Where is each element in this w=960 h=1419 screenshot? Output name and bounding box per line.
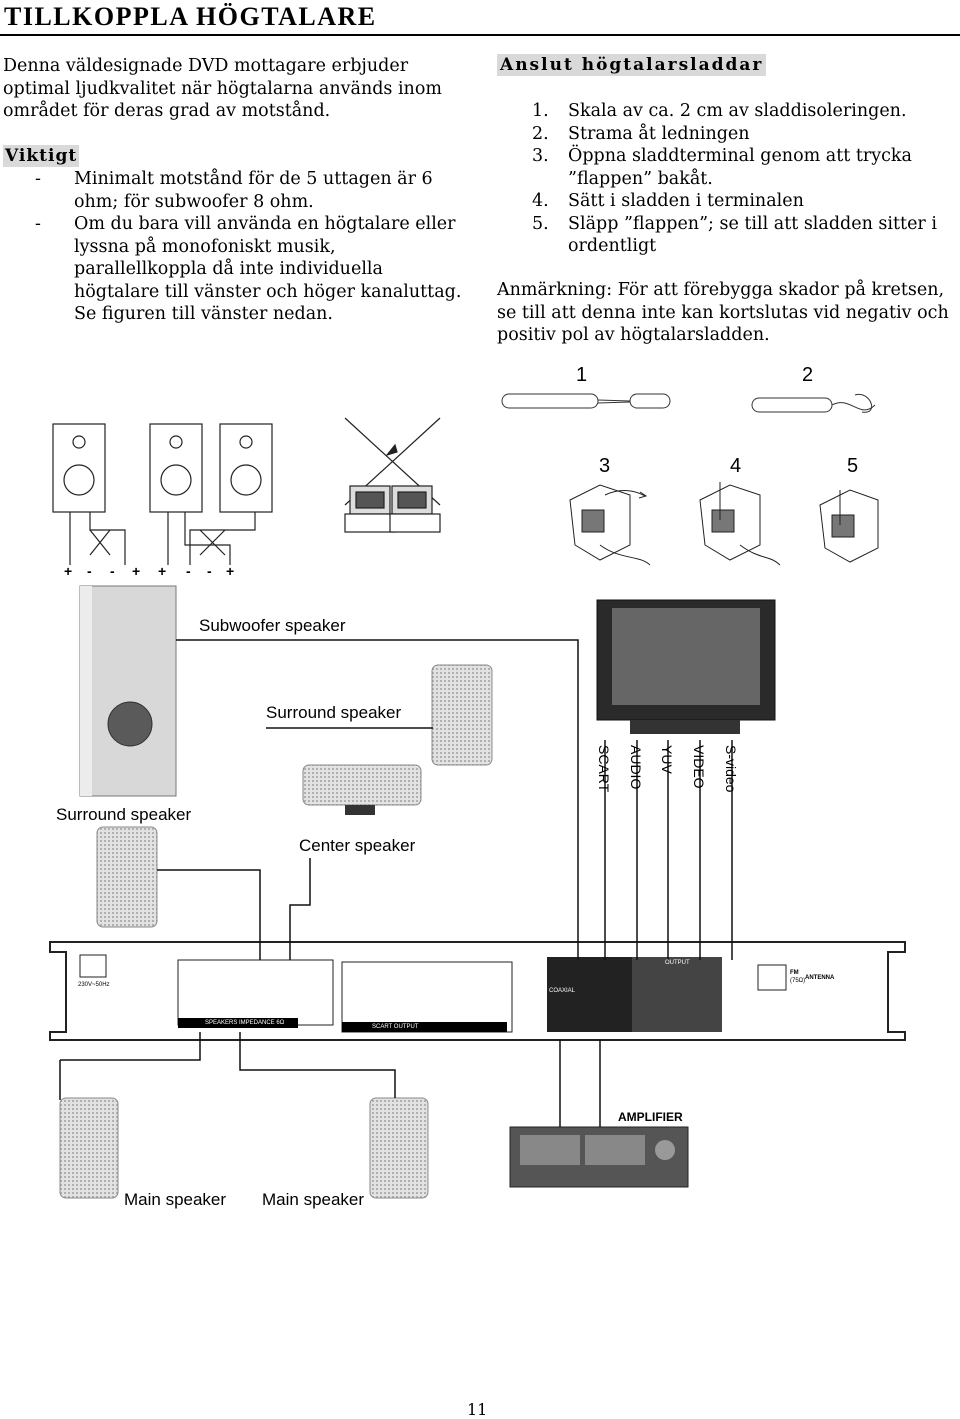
bullet-line: lyssna på monofoniskt musik, (74, 236, 336, 257)
bullet-dash: - (35, 169, 41, 189)
polarity-minus: - (110, 563, 115, 579)
important-heading: Viktigt (3, 145, 80, 167)
amplifier-label: AMPLIFIER (618, 1110, 683, 1124)
receiver-back-panel (49, 941, 906, 1041)
fm-ohm-label: (75Ω) (790, 978, 806, 984)
tv-input-svideo: S-video (723, 745, 739, 793)
bullet-dash: - (35, 214, 41, 234)
bullet-line: Minimalt motstånd för de 5 uttagen är 6 (74, 169, 433, 189)
step-line: Öppna sladdterminal genom att trycka (568, 146, 912, 166)
antenna-label: ANTENNA (805, 975, 835, 981)
polarity-plus: + (158, 563, 167, 579)
polarity-plus: + (226, 563, 235, 579)
step-line: ”flappen” bakåt. (568, 168, 713, 189)
step-text: Strama åt ledningen (568, 123, 750, 144)
polarity-minus: - (186, 563, 191, 579)
bullet-line: högtalare till vänster och höger kanalut… (74, 281, 462, 302)
intro-line: Denna väldesignade DVD mottagare erbjude… (3, 56, 409, 76)
terminal-illustrations (569, 482, 879, 566)
polarity-plus: + (132, 563, 141, 579)
fm-label: FM (790, 970, 799, 976)
output-label: OUTPUT (665, 960, 690, 966)
note-line: se till att denna inte kan kortslutas vi… (497, 302, 949, 323)
connect-heading: Anslut högtalarsladdar (497, 54, 767, 76)
polarity-plus: + (64, 563, 73, 579)
step-text: Skala av ca. 2 cm av sladdisoleringen. (568, 101, 907, 121)
step-number: 4. (532, 191, 549, 211)
parallel-wiring-schematic (52, 423, 273, 565)
intro-line: området för deras grad av motstånd. (3, 101, 331, 121)
power-label: 230V~50Hz (78, 982, 110, 988)
polarity-minus: - (207, 563, 212, 579)
tv-input-audio: AUDIO (628, 745, 644, 790)
step-number-2: 2 (802, 364, 814, 386)
step-text: Släpp ”flappen”; se till att sladden sit… (568, 213, 958, 258)
note-paragraph: Anmärkning: För att förebygga skador på … (497, 279, 957, 347)
bullet-2: Om du bara vill använda en högtalare ell… (74, 213, 494, 326)
tv-input-yuv: YUV (659, 745, 675, 774)
step-line: ordentligt (568, 236, 657, 256)
intro-line: optimal ljudkvalitet när högtalarna anvä… (3, 78, 442, 99)
surround-left-label: Surround speaker (56, 805, 192, 824)
step-number-4: 4 (730, 455, 742, 477)
television (596, 599, 776, 734)
surround-speaker-left (96, 826, 158, 928)
wire-strip-illustration (501, 393, 876, 413)
page-title: TILLKOPPLA HÖGTALARE (4, 2, 377, 31)
note-line: positiv pol av högtalarsladden. (497, 325, 770, 345)
important-list: - Minimalt motstånd för de 5 uttagen är … (0, 168, 500, 328)
crossed-out-speakers (344, 417, 441, 533)
step-number: 5. (532, 213, 549, 234)
main-right-label: Main speaker (262, 1190, 365, 1209)
tv-input-video: VIDEO (691, 745, 707, 789)
step-number-5: 5 (847, 455, 859, 477)
step-text: Öppna sladdterminal genom att trycka ”fl… (568, 145, 958, 190)
step-number-1: 1 (576, 364, 588, 386)
step-text: Sätt i sladden i terminalen (568, 191, 804, 211)
surround-right-label: Surround speaker (266, 703, 402, 722)
step-number: 3. (532, 146, 549, 166)
subwoofer-speaker (79, 585, 177, 797)
note-line: Anmärkning: För att förebygga skador på … (497, 280, 945, 300)
page-number: 11 (467, 1400, 488, 1419)
connection-wires (59, 639, 733, 1127)
connect-steps: 1. Skala av ca. 2 cm av sladdisoleringen… (0, 100, 960, 260)
speaker-impedance-label: SPEAKERS IMPEDANCE 6Ω (205, 1020, 285, 1026)
bullet-line: ohm; för subwoofer 8 ohm. (74, 191, 314, 212)
main-speakers (59, 1097, 429, 1199)
surround-speaker-right (431, 664, 493, 766)
title-rule (0, 34, 960, 36)
step-number: 2. (532, 123, 549, 144)
main-left-label: Main speaker (124, 1190, 227, 1209)
step-number: 1. (532, 101, 549, 121)
bullet-1: Minimalt motstånd för de 5 uttagen är 6 … (74, 168, 494, 213)
step-line: Släpp ”flappen”; se till att sladden sit… (568, 213, 937, 234)
subwoofer-label: Subwoofer speaker (199, 616, 346, 635)
bullet-line: Om du bara vill använda en högtalare ell… (74, 214, 456, 234)
scart-output-label: SCART OUTPUT (372, 1024, 419, 1030)
bullet-line: Se figuren till vänster nedan. (74, 304, 333, 324)
amplifier (509, 1126, 689, 1188)
step-number-3: 3 (599, 455, 611, 477)
bullet-line: parallellkoppla då inte individuella (74, 259, 383, 279)
coaxial-label: COAXIAL (549, 988, 576, 994)
center-speaker (302, 764, 422, 815)
intro-paragraph: Denna väldesignade DVD mottagare erbjude… (3, 55, 473, 123)
polarity-minus: - (87, 563, 92, 579)
center-label: Center speaker (299, 836, 416, 855)
tv-input-scart: SCART (596, 745, 612, 793)
